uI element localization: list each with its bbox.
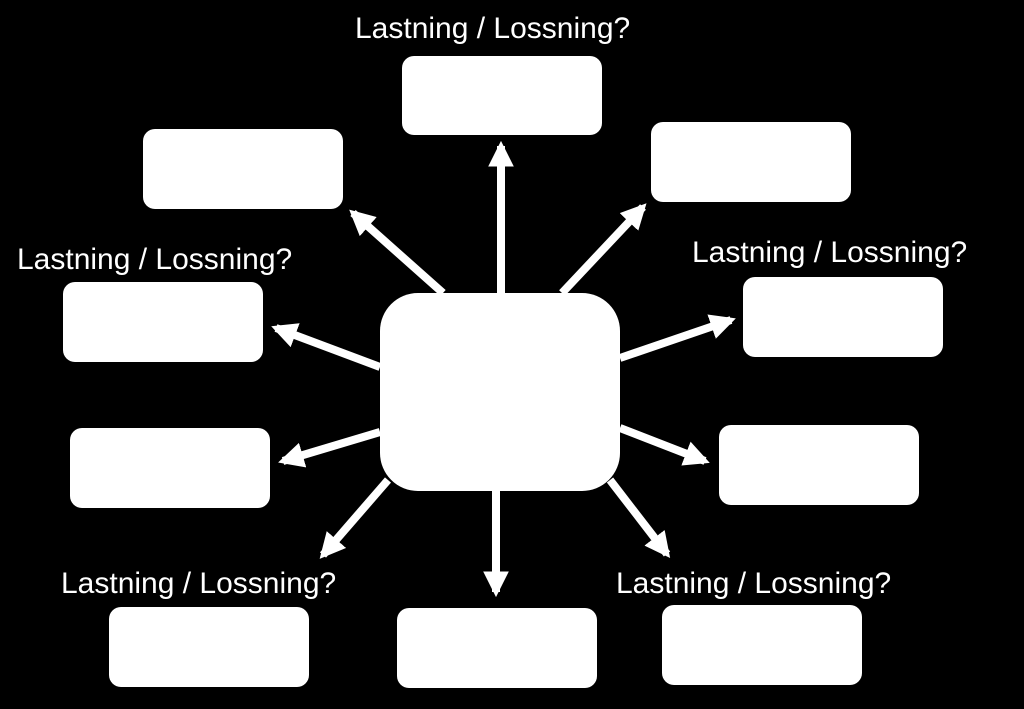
arrow-bottom-right bbox=[606, 477, 671, 559]
box-top-left bbox=[143, 129, 343, 209]
box-left-lower bbox=[70, 428, 270, 508]
label-bottom-right: Lastning / Lossning? bbox=[616, 567, 892, 600]
box-right-upper bbox=[743, 277, 943, 357]
label-bottom-left: Lastning / Lossning? bbox=[61, 567, 337, 600]
label-right: Lastning / Lossning? bbox=[692, 236, 968, 269]
box-top-right bbox=[651, 122, 851, 202]
arrow-bottom-left bbox=[319, 477, 392, 559]
arrow-left-lower bbox=[278, 428, 382, 468]
box-bottom-right bbox=[662, 605, 862, 685]
box-top bbox=[402, 56, 602, 135]
arrow-top-left bbox=[349, 209, 446, 296]
label-left: Lastning / Lossning? bbox=[17, 243, 293, 276]
arrow-right-upper bbox=[618, 314, 736, 362]
hub-box bbox=[380, 293, 620, 491]
arrow-left-upper bbox=[271, 323, 382, 371]
box-bottom-left bbox=[109, 607, 309, 687]
label-top: Lastning / Lossning? bbox=[355, 12, 631, 45]
box-right-lower bbox=[719, 425, 919, 505]
arrow-top-right bbox=[559, 203, 647, 296]
box-left-upper bbox=[63, 282, 263, 362]
arrow-right-lower bbox=[618, 424, 710, 466]
box-bottom bbox=[397, 608, 597, 688]
